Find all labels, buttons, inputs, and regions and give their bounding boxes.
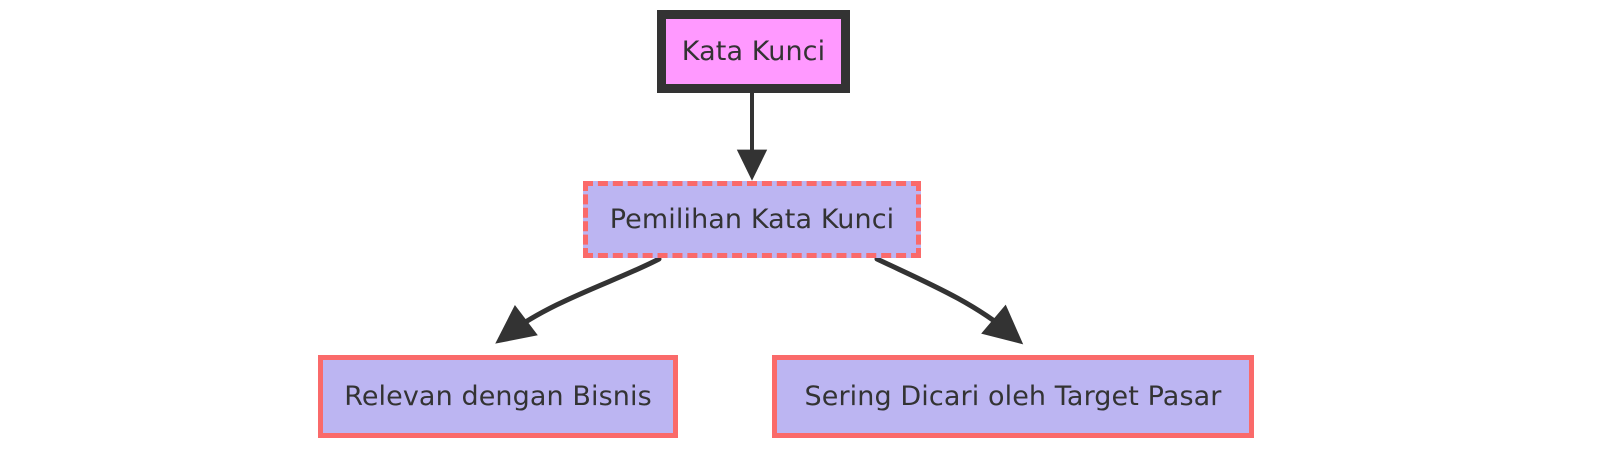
edge-pemilihan-to-relevan <box>495 256 662 344</box>
node-relevan-dengan-bisnis[interactable]: Relevan dengan Bisnis <box>318 355 678 438</box>
node-pemilihan-kata-kunci[interactable]: Pemilihan Kata Kunci <box>583 181 921 258</box>
node-kata-kunci-label: Kata Kunci <box>681 35 826 67</box>
node-sering-dicari-target-pasar-label: Sering Dicari oleh Target Pasar <box>804 380 1222 412</box>
node-kata-kunci[interactable]: Kata Kunci <box>657 10 850 93</box>
node-sering-dicari-target-pasar[interactable]: Sering Dicari oleh Target Pasar <box>772 355 1254 438</box>
edge-pemilihan-to-sering-dicari <box>874 256 1024 345</box>
node-relevan-dengan-bisnis-label: Relevan dengan Bisnis <box>344 380 652 412</box>
node-pemilihan-kata-kunci-label: Pemilihan Kata Kunci <box>609 203 895 235</box>
